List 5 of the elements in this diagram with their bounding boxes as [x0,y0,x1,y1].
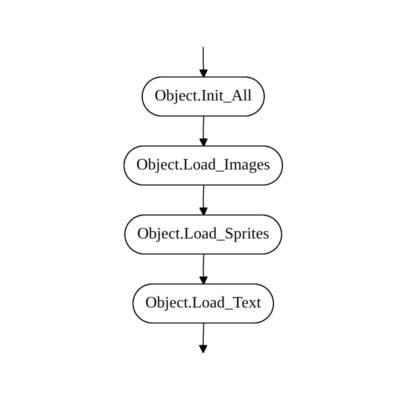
arrow [199,254,208,285]
arrow [199,116,208,147]
arrow [199,323,208,354]
arrow [199,46,208,78]
arrow [199,185,208,216]
